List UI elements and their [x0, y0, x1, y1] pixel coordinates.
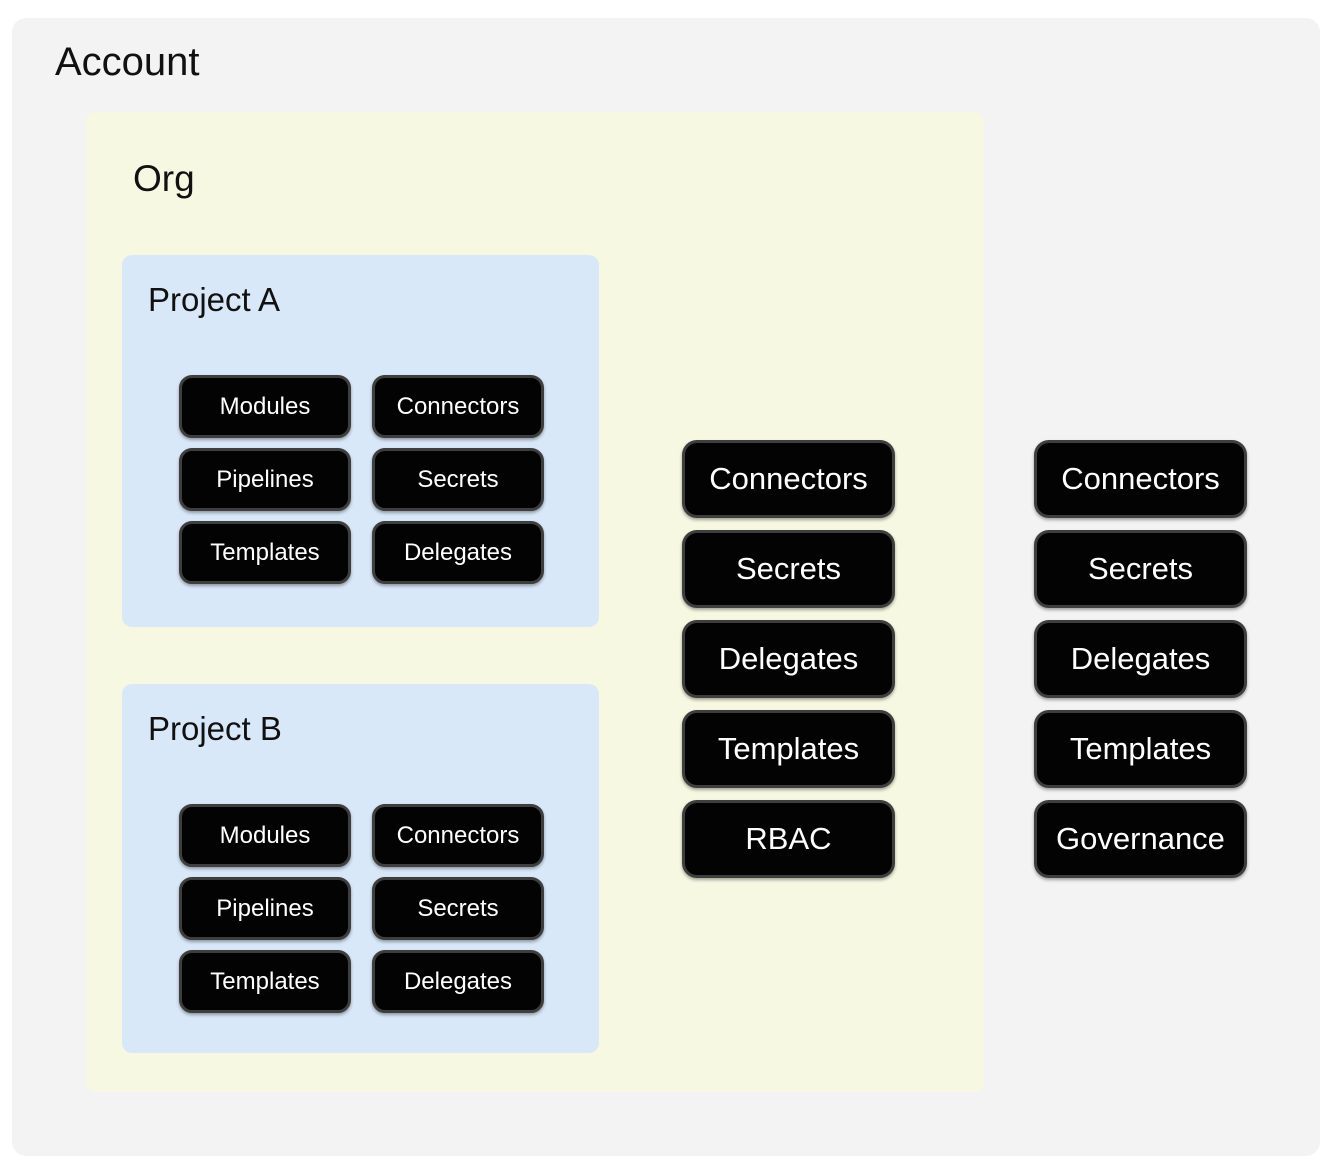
project-a-resources: Modules Connectors Pipelines Secrets Tem… — [179, 375, 544, 584]
project-b-resources: Modules Connectors Pipelines Secrets Tem… — [179, 804, 544, 1013]
org-container: Org Project A Modules Connectors Pipelin… — [86, 112, 984, 1092]
project-a-node-secrets: Secrets — [372, 448, 544, 511]
account-node-connectors: Connectors — [1034, 440, 1247, 518]
account-node-delegates: Delegates — [1034, 620, 1247, 698]
project-b-node-templates: Templates — [179, 950, 351, 1013]
account-node-governance: Governance — [1034, 800, 1247, 878]
account-resources: Connectors Secrets Delegates Templates G… — [1034, 440, 1247, 878]
project-b-node-modules: Modules — [179, 804, 351, 867]
org-title: Org — [133, 158, 195, 199]
project-a-node-templates: Templates — [179, 521, 351, 584]
account-node-secrets: Secrets — [1034, 530, 1247, 608]
project-a-node-connectors: Connectors — [372, 375, 544, 438]
project-b-title: Project B — [148, 710, 282, 747]
org-node-secrets: Secrets — [682, 530, 895, 608]
org-node-rbac: RBAC — [682, 800, 895, 878]
project-b-node-secrets: Secrets — [372, 877, 544, 940]
account-node-templates: Templates — [1034, 710, 1247, 788]
account-container: Account Org Project A Modules Connectors… — [12, 18, 1320, 1156]
project-b-container: Project B Modules Connectors Pipelines S… — [122, 684, 599, 1053]
project-a-title: Project A — [148, 281, 281, 318]
org-node-connectors: Connectors — [682, 440, 895, 518]
account-title: Account — [55, 40, 200, 84]
project-a-node-modules: Modules — [179, 375, 351, 438]
project-a-container: Project A Modules Connectors Pipelines S… — [122, 255, 599, 627]
org-node-delegates: Delegates — [682, 620, 895, 698]
project-a-node-pipelines: Pipelines — [179, 448, 351, 511]
project-b-node-delegates: Delegates — [372, 950, 544, 1013]
project-b-node-connectors: Connectors — [372, 804, 544, 867]
project-a-node-delegates: Delegates — [372, 521, 544, 584]
project-b-node-pipelines: Pipelines — [179, 877, 351, 940]
org-node-templates: Templates — [682, 710, 895, 788]
org-resources: Connectors Secrets Delegates Templates R… — [682, 440, 895, 878]
